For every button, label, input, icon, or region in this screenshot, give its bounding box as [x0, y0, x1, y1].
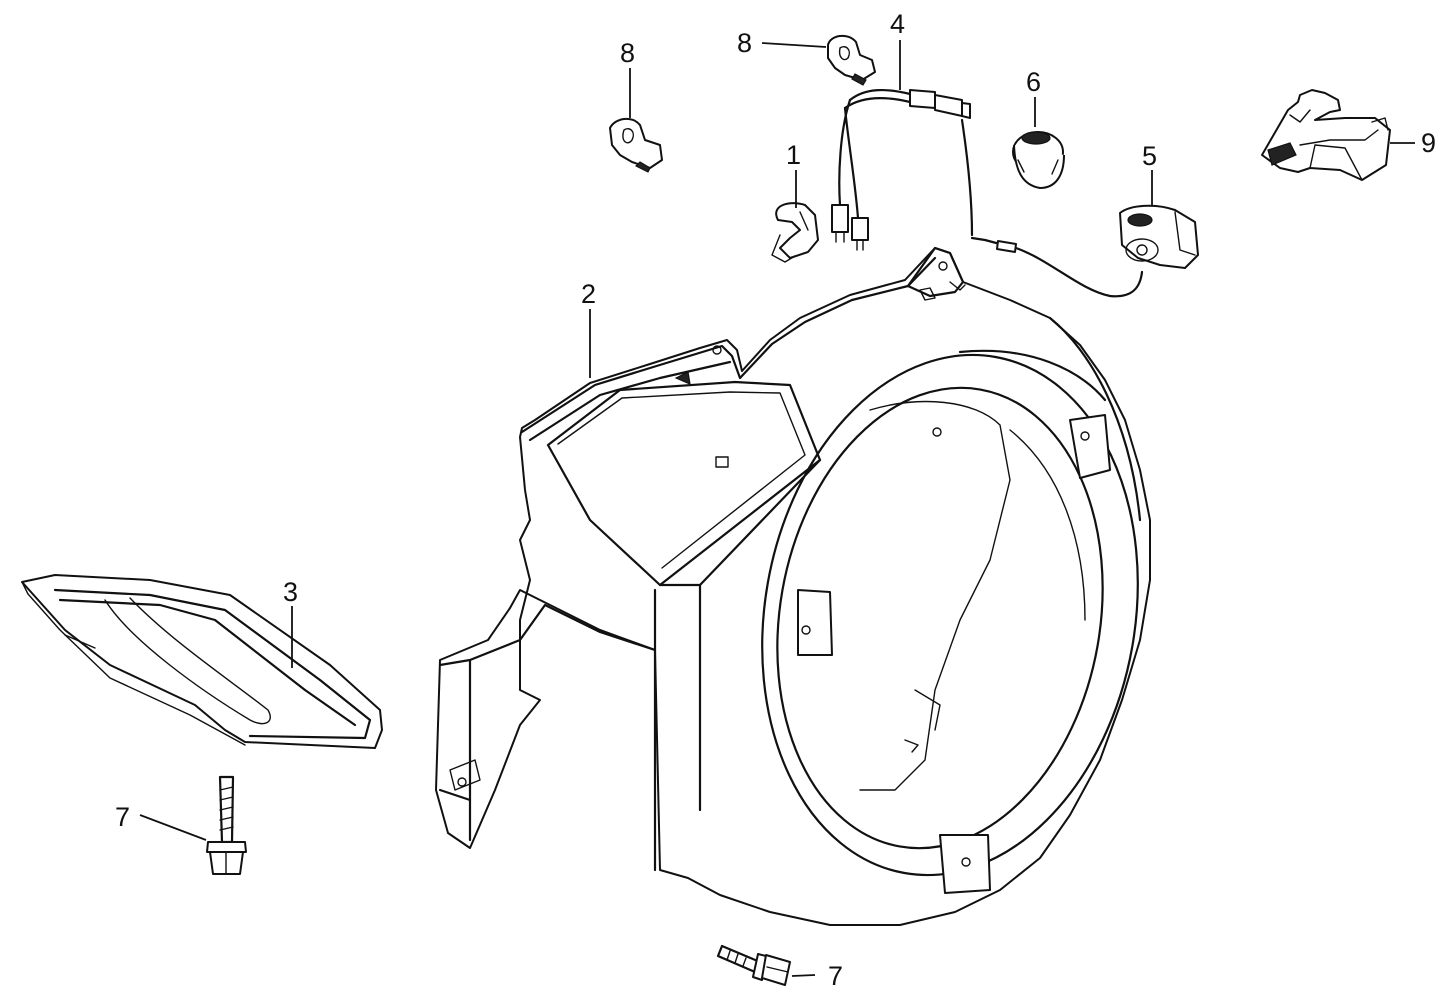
callout-part-7-left: 7: [115, 802, 130, 832]
callout-part-5: 5: [1142, 141, 1157, 171]
clamp-part-8-left[interactable]: [609, 117, 663, 173]
leader-lines: [139, 40, 1415, 977]
callout-part-3: 3: [283, 577, 298, 607]
flange-bolt-part-7-left[interactable]: [206, 775, 247, 875]
wire-harness-part-4[interactable]: [831, 88, 1144, 298]
callout-part-8-top: 8: [737, 28, 752, 58]
callout-part-2: 2: [581, 279, 596, 309]
grommet-part-6[interactable]: [1012, 131, 1065, 189]
flange-bolt-part-7-bottom[interactable]: [716, 944, 791, 986]
switch-part-5[interactable]: [1119, 204, 1199, 269]
callout-part-4: 4: [890, 9, 905, 39]
callout-part-8-left: 8: [620, 38, 635, 68]
callout-part-7-bottom: 7: [828, 961, 843, 991]
fan-cover-part-2[interactable]: [435, 246, 1178, 926]
clamp-part-8-top[interactable]: [827, 34, 876, 86]
air-guide-part-3[interactable]: [21, 574, 383, 749]
holder-part-9[interactable]: [1261, 89, 1391, 181]
callout-part-6: 6: [1026, 67, 1041, 97]
callout-part-9: 9: [1421, 128, 1436, 158]
callout-part-1: 1: [786, 140, 801, 170]
cord-clip-part-1[interactable]: [771, 202, 819, 263]
callout-labels: 1 2 3 4 5 6 7 7 8 8 9: [115, 9, 1436, 991]
